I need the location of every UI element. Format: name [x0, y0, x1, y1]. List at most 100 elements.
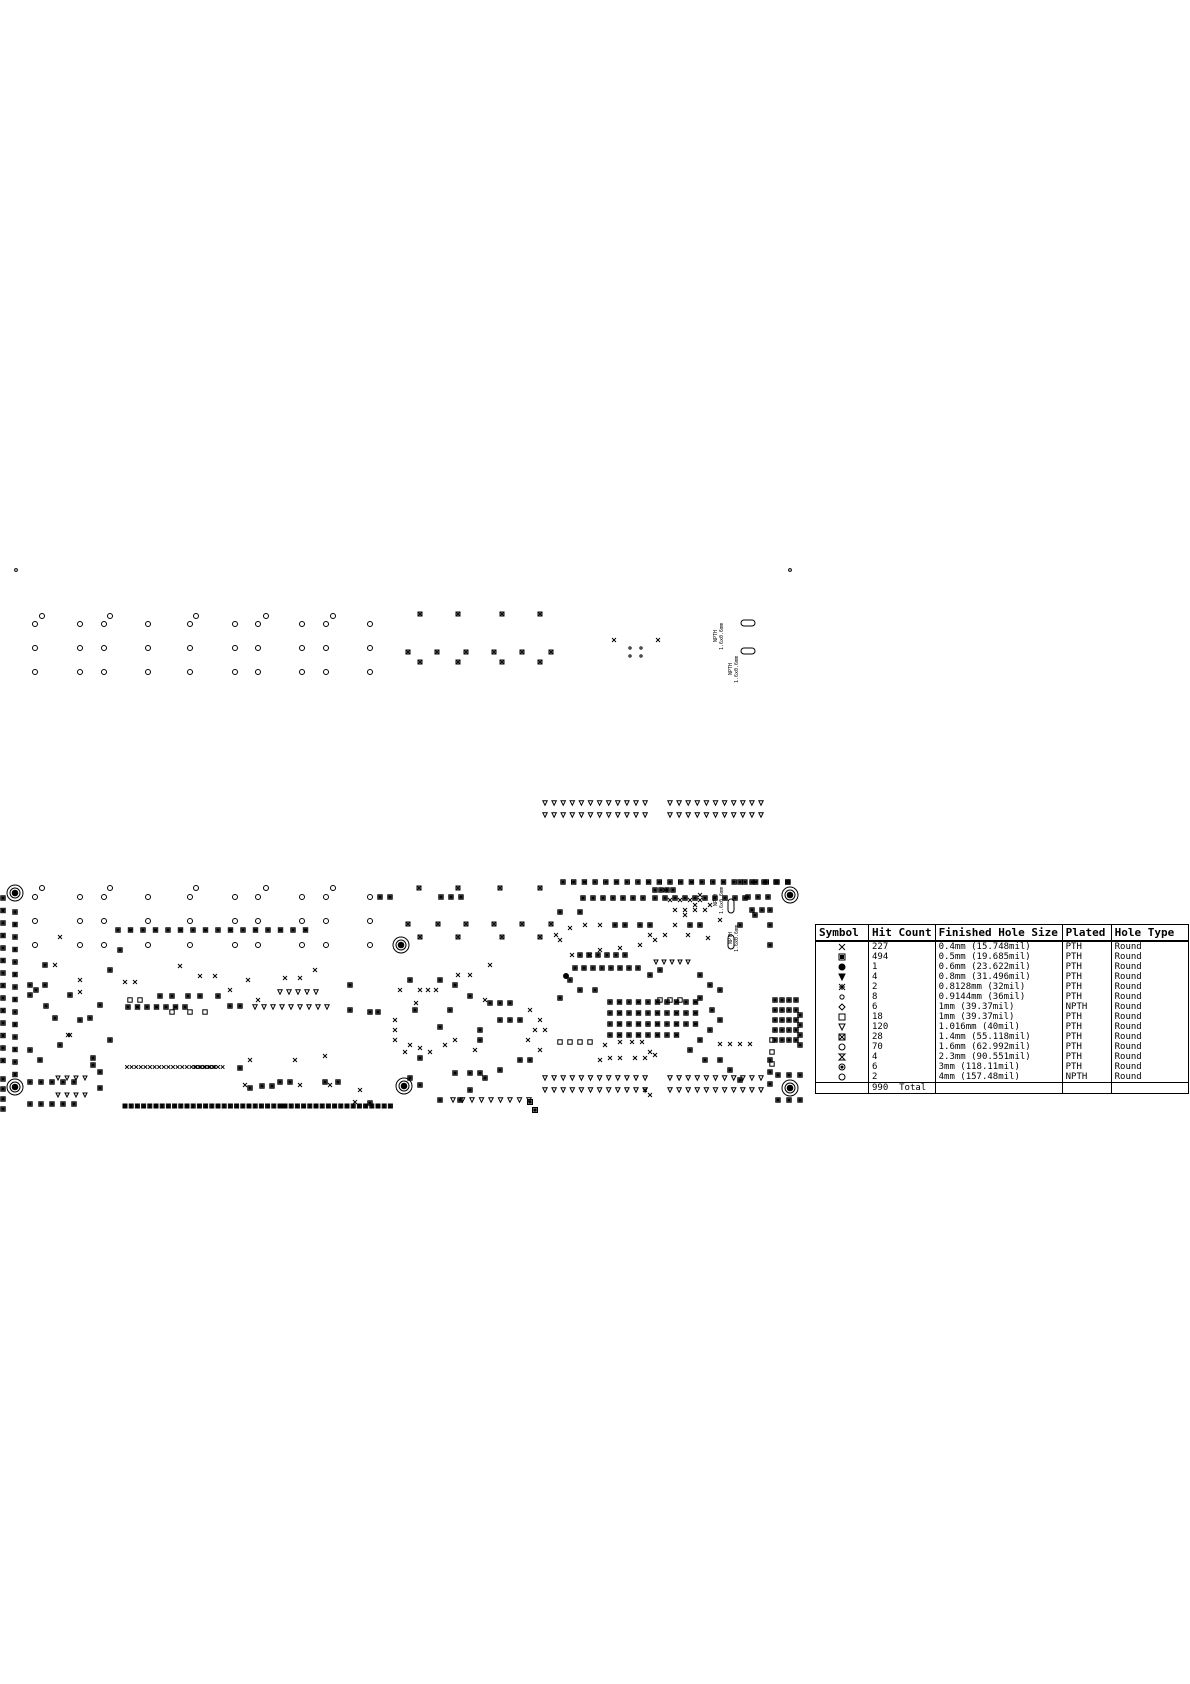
- diamond-icon: [838, 1003, 846, 1011]
- crossed-square-icon: [434, 649, 440, 655]
- hole-size-cell: 0.9144mm (36mil): [934, 992, 1063, 1002]
- boxed-square-icon: [437, 1097, 443, 1103]
- dotted-circle-icon: [392, 936, 410, 954]
- boxed-square-icon: [557, 909, 563, 915]
- boxed-square-icon: [227, 1003, 233, 1009]
- boxed-square-icon: [185, 993, 191, 999]
- hole-type-cell: Round: [1110, 1072, 1189, 1083]
- open-triangle-icon: [838, 1023, 846, 1032]
- circle-icon: [32, 645, 38, 651]
- open-triangle-icon: [569, 1075, 576, 1082]
- boxed-square-icon: [467, 1070, 473, 1076]
- boxed-square-icon: [683, 1010, 689, 1016]
- open-triangle-icon: [666, 800, 674, 807]
- boxed-square-icon: [237, 1065, 243, 1071]
- open-triangle-icon: [478, 1097, 485, 1104]
- circle-icon: [193, 885, 199, 891]
- crossed-square-icon: [455, 611, 461, 617]
- circle-icon: [32, 669, 38, 675]
- boxed-square-icon: [38, 1101, 44, 1107]
- oval-slot: [727, 898, 735, 914]
- boxed-square-icon: [144, 1004, 150, 1010]
- boxed-square-icon: [0, 957, 6, 964]
- x-cross-icon: [677, 897, 683, 903]
- boxed-square-icon: [654, 1010, 661, 1016]
- oval-slot: [740, 647, 756, 655]
- open-triangle-icon: [703, 1087, 710, 1094]
- x-cross-icon: [327, 1082, 333, 1088]
- x-cross-icon: [220, 1064, 225, 1070]
- hit-count-cell: 6: [868, 1062, 936, 1072]
- x-cross-icon: [157, 1064, 162, 1070]
- boxed-square-icon: [635, 965, 641, 971]
- boxed-square-icon: [779, 1007, 785, 1013]
- x-cross-icon: [472, 1047, 478, 1053]
- x-cross-icon: [357, 1087, 363, 1093]
- boxed-square-icon: [687, 1047, 693, 1053]
- boxed-square-icon: [458, 894, 464, 900]
- x-cross-icon: [597, 922, 603, 928]
- open-triangle-icon: [685, 959, 691, 966]
- hole-size-cell: 1mm (39.37mil): [934, 1002, 1063, 1012]
- boxed-square-icon: [375, 1009, 381, 1015]
- circle-icon: [101, 918, 107, 924]
- boxed-square-icon: [772, 1027, 778, 1033]
- boxed-square-icon: [797, 1022, 803, 1028]
- x-cross-icon: [705, 935, 711, 941]
- x-cross-icon: [312, 967, 318, 973]
- boxed-square-icon: [169, 993, 175, 999]
- drill-table: Symbol Hit Count Finished Hole Size Plat…: [815, 924, 1189, 1094]
- open-triangle-icon: [677, 959, 683, 966]
- open-triangle-icon: [730, 1075, 737, 1082]
- open-triangle-icon: [260, 1004, 268, 1011]
- circle-icon: [39, 885, 45, 891]
- open-triangle-icon: [730, 800, 737, 807]
- boxed-square-icon: [412, 1007, 418, 1013]
- symbol-cell: [815, 962, 869, 972]
- boxed-square-icon: [322, 1079, 328, 1085]
- open-triangle-icon: [614, 812, 621, 819]
- boxed-square-icon: [259, 1083, 265, 1089]
- boxed-square-icon: [140, 927, 146, 933]
- hole-type-cell: Round: [1110, 972, 1189, 982]
- x-cross-icon: [129, 1064, 134, 1070]
- open-triangle-icon: [569, 800, 576, 807]
- boxed-square-icon: [732, 895, 738, 901]
- circle-icon: [367, 894, 373, 900]
- open-triangle-icon: [632, 812, 640, 819]
- open-triangle-icon: [605, 800, 612, 807]
- circle-icon: [32, 918, 38, 924]
- x-cross-icon: [582, 922, 588, 928]
- boxed-square-icon: [12, 984, 18, 990]
- open-triangle-icon: [73, 1092, 79, 1099]
- dotted-circle-icon: [781, 886, 799, 904]
- boxed-square-icon: [572, 965, 578, 971]
- x-cross-icon: [637, 942, 643, 948]
- boxed-square-icon: [626, 1032, 632, 1038]
- boxed-square-icon: [786, 1007, 792, 1013]
- slot-size-label-2: 1.6x0.6mm: [734, 656, 740, 683]
- boxed-square-icon: [767, 907, 773, 913]
- boxed-square-icon: [97, 1069, 103, 1075]
- hole-size-cell: 0.8mm (31.496mil): [934, 972, 1063, 982]
- circle-icon: [101, 621, 107, 627]
- open-triangle-icon: [685, 812, 692, 819]
- boxed-square-icon: [580, 895, 586, 901]
- boxed-square-icon: [237, 1003, 243, 1009]
- crossed-square-icon: [455, 885, 461, 891]
- open-triangle-icon: [730, 1087, 737, 1094]
- x-cross-icon: [166, 1064, 171, 1070]
- open-triangle-icon: [323, 1004, 331, 1011]
- x-cross-icon: [203, 1064, 208, 1070]
- open-triangle-icon: [757, 812, 765, 819]
- x-cross-icon: [527, 1007, 533, 1013]
- open-triangle-icon: [303, 989, 311, 996]
- boxed-square-icon: [752, 912, 758, 918]
- hit-count-cell: 120: [868, 1022, 936, 1032]
- x-cross-icon: [147, 1064, 153, 1070]
- boxed-square-icon: [269, 1083, 275, 1089]
- open-square-icon: [577, 1039, 583, 1045]
